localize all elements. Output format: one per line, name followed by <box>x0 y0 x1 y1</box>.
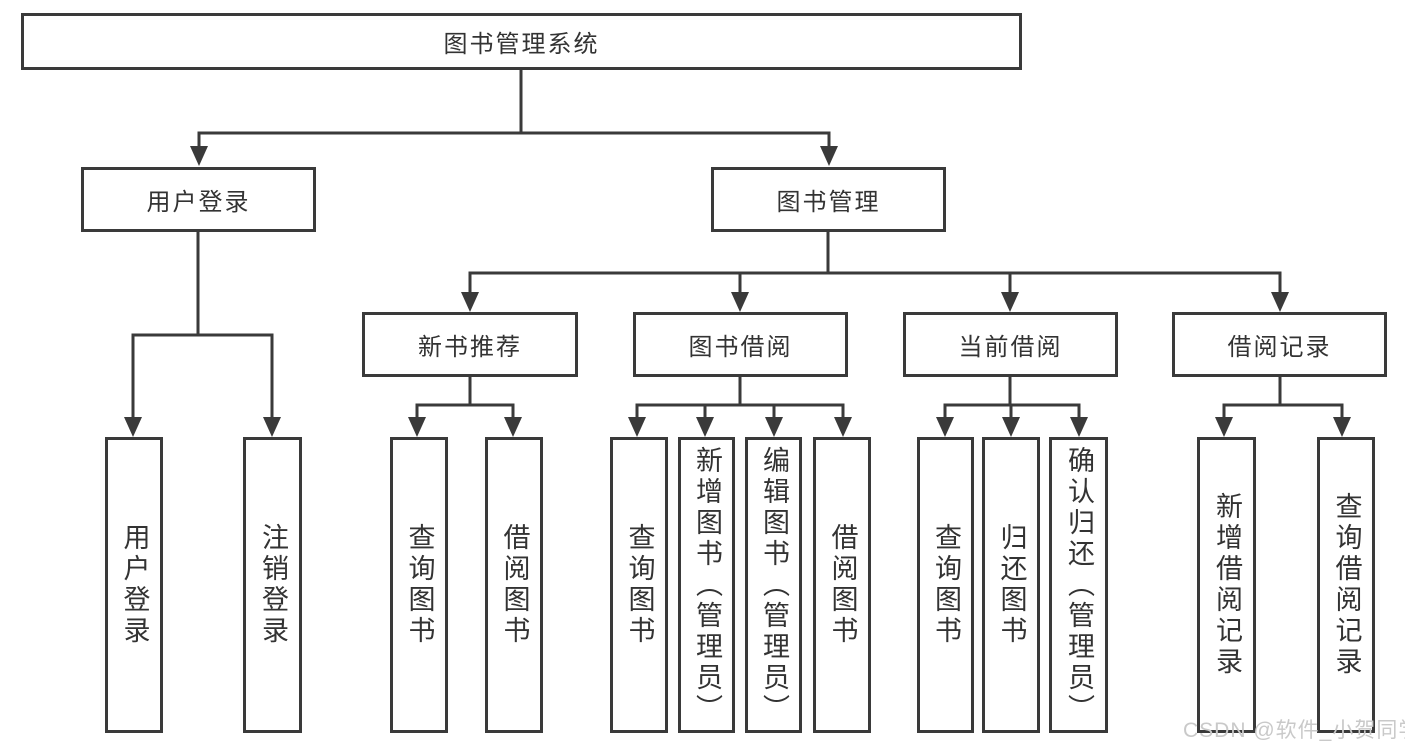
connector-user-login-branch <box>124 232 281 437</box>
leaf-user-login-label: 用户登录 <box>119 523 150 647</box>
leaf-add-books-admin: 新增图书（管理员） <box>678 437 735 733</box>
node-user-login: 用户登录 <box>81 167 316 232</box>
node-new-book-recommend: 新书推荐 <box>362 312 578 377</box>
leaf-query-books-recommend-label: 查询图书 <box>404 523 435 647</box>
leaf-borrow-books-recommend: 借阅图书 <box>485 437 543 733</box>
leaf-confirm-return-admin-label: 确认归还（管理员） <box>1064 445 1094 725</box>
connector-current-borrow-branch <box>936 377 1088 437</box>
node-book-borrow: 图书借阅 <box>633 312 848 377</box>
leaf-borrow-books: 借阅图书 <box>813 437 871 733</box>
leaf-return-books: 归还图书 <box>982 437 1040 733</box>
node-book-borrow-label: 图书借阅 <box>688 334 793 361</box>
node-current-borrow: 当前借阅 <box>903 312 1118 377</box>
node-root: 图书管理系统 <box>21 13 1022 70</box>
leaf-add-books-admin-label: 新增图书（管理员） <box>692 445 722 725</box>
node-borrow-records: 借阅记录 <box>1172 312 1387 377</box>
leaf-query-books-recommend: 查询图书 <box>390 437 448 733</box>
leaf-edit-books-admin: 编辑图书（管理员） <box>745 437 802 733</box>
leaf-logout: 注销登录 <box>243 437 302 733</box>
connector-new-book-branch <box>408 377 522 437</box>
connector-book-borrow-branch <box>628 377 852 437</box>
leaf-add-borrow-record: 新增借阅记录 <box>1197 437 1256 733</box>
node-root-label: 图书管理系统 <box>443 31 600 58</box>
leaf-query-books-borrow: 查询图书 <box>610 437 668 733</box>
node-current-borrow-label: 当前借阅 <box>958 334 1063 361</box>
node-borrow-records-label: 借阅记录 <box>1227 334 1332 361</box>
connector-book-mgmt-to-level3 <box>461 232 1289 312</box>
leaf-query-books-current: 查询图书 <box>917 437 974 733</box>
leaf-edit-books-admin-label: 编辑图书（管理员） <box>759 445 789 725</box>
leaf-query-books-current-label: 查询图书 <box>931 523 961 647</box>
connector-root-to-level2 <box>190 70 838 166</box>
leaf-logout-label: 注销登录 <box>258 523 288 647</box>
node-book-management-label: 图书管理 <box>776 189 881 216</box>
node-new-book-recommend-label: 新书推荐 <box>418 334 522 361</box>
connector-borrow-records-branch <box>1215 377 1351 437</box>
node-user-login-label: 用户登录 <box>146 189 251 216</box>
leaf-query-borrow-record-label: 查询借阅记录 <box>1331 492 1362 678</box>
leaf-user-login: 用户登录 <box>105 437 163 733</box>
leaf-borrow-books-recommend-label: 借阅图书 <box>499 523 530 647</box>
leaf-add-borrow-record-label: 新增借阅记录 <box>1212 492 1242 678</box>
csdn-watermark: CSDN @软件_小贺同学 <box>1183 719 1405 742</box>
leaf-query-books-borrow-label: 查询图书 <box>624 523 655 647</box>
leaf-query-borrow-record: 查询借阅记录 <box>1317 437 1375 733</box>
node-book-management: 图书管理 <box>711 167 946 232</box>
leaf-borrow-books-label: 借阅图书 <box>827 523 858 647</box>
leaf-return-books-label: 归还图书 <box>996 523 1027 647</box>
leaf-confirm-return-admin: 确认归还（管理员） <box>1049 437 1108 733</box>
